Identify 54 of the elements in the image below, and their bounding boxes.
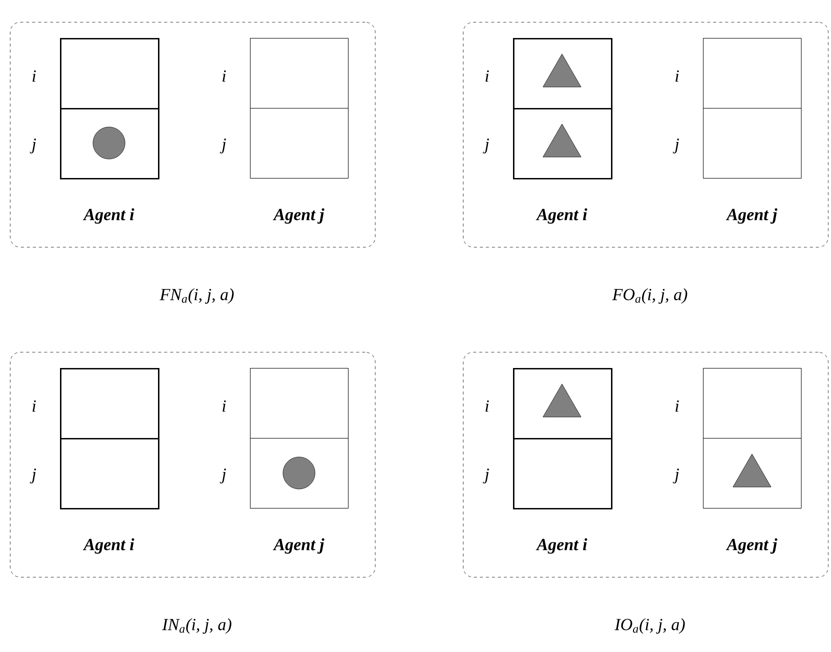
- cell-box: [513, 38, 612, 110]
- dashed-panel: [463, 22, 828, 248]
- row-label: i: [222, 70, 226, 82]
- cell-box: [60, 38, 160, 110]
- row-label: i: [676, 70, 679, 82]
- row-label: i: [486, 400, 489, 412]
- dashed-panel: [10, 352, 376, 578]
- cell-box: [703, 438, 802, 508]
- formula-caption: IO$_{a}$(i, j, a): [614, 618, 685, 634]
- cell-box: [60, 438, 160, 510]
- formula-caption: IN$_{a}$(i, j, a): [162, 618, 232, 634]
- formula-caption: FN$_{a}$(i, j, a): [160, 288, 234, 304]
- row-label: j: [30, 468, 36, 484]
- cell-box: [250, 108, 348, 178]
- row-label: j: [672, 468, 679, 484]
- row-label: j: [220, 138, 226, 154]
- row-label: i: [486, 70, 489, 82]
- row-label: j: [220, 468, 226, 484]
- node-label: Agent i: [82, 208, 134, 224]
- node-label: Agent i: [82, 538, 134, 554]
- node-label: Agent j: [272, 538, 324, 554]
- row-label: i: [32, 400, 36, 412]
- dashed-panel: [10, 22, 376, 248]
- cell-box: [703, 108, 802, 178]
- node-label: Agent j: [272, 208, 324, 224]
- cell-box: [513, 108, 612, 180]
- triangle-marker: [732, 454, 772, 488]
- row-label: i: [676, 400, 679, 412]
- node-label: Agent j: [726, 538, 778, 554]
- row-label: j: [482, 138, 489, 154]
- cell-box: [250, 38, 348, 108]
- row-label: j: [30, 138, 36, 154]
- triangle-marker: [542, 124, 582, 158]
- node-label: Agent i: [536, 208, 588, 224]
- node-label: Agent i: [536, 538, 588, 554]
- triangle-marker: [542, 384, 582, 418]
- cell-box: [250, 368, 348, 438]
- cell-box: [703, 38, 802, 108]
- dashed-panel: [463, 352, 828, 578]
- cell-box: [60, 368, 160, 440]
- triangle-marker: [542, 54, 582, 88]
- row-label: j: [672, 138, 679, 154]
- formula-caption: FO$_{a}$(i, j, a): [612, 288, 688, 304]
- cell-box: [60, 108, 160, 180]
- row-label: i: [222, 400, 226, 412]
- cell-box: [250, 438, 348, 508]
- node-label: Agent j: [726, 208, 778, 224]
- cell-box: [513, 368, 612, 440]
- row-label: i: [32, 70, 36, 82]
- cell-box: [513, 438, 612, 510]
- cell-box: [703, 368, 802, 438]
- circle-marker: [92, 126, 126, 160]
- row-label: j: [482, 468, 489, 484]
- circle-marker: [282, 456, 316, 490]
